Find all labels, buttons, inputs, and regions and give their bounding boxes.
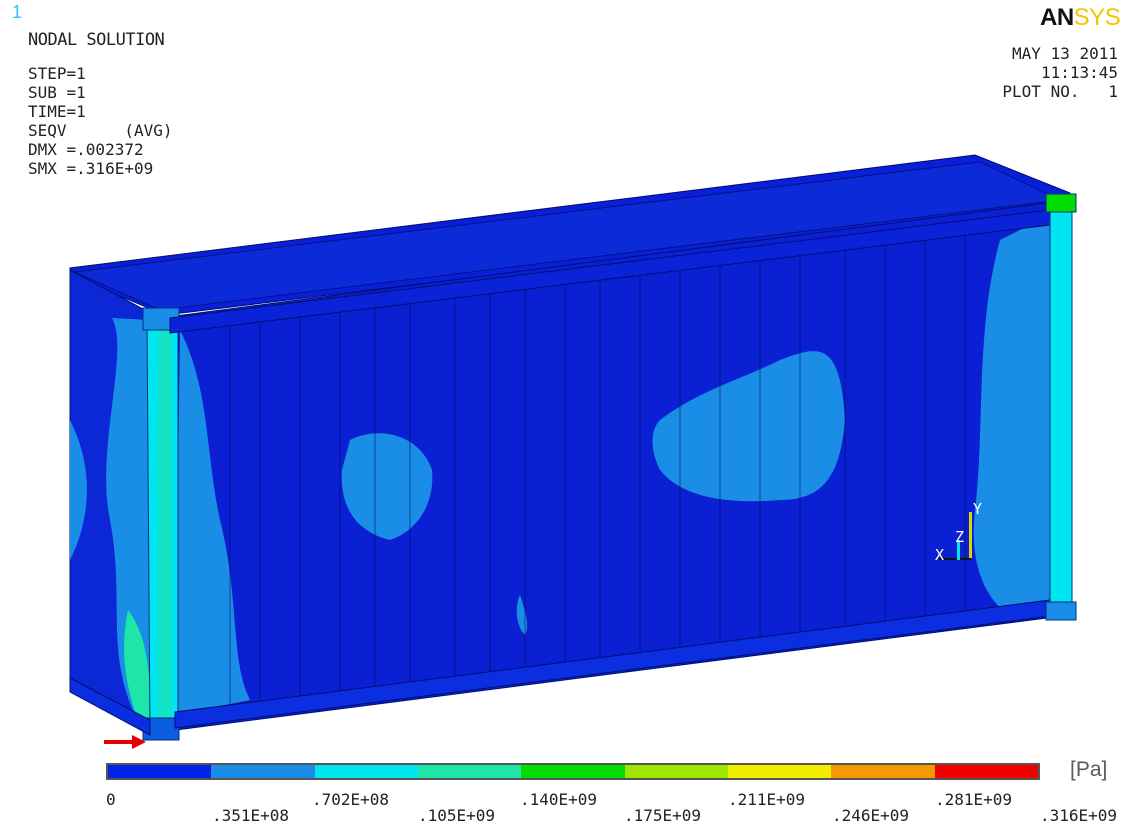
corrugation-lines [229,228,966,718]
triad-y-axis-line [969,512,972,558]
info-line-seqv: SEQV (AVG) [28,121,173,140]
legend-segment-9 [934,765,1038,778]
info-line-step: STEP=1 [28,64,86,83]
triad-y-label: Y [973,500,983,518]
ansys-logo-part2: SYS [1073,4,1121,31]
axis-triad: Y X Z [935,500,995,570]
plot-number: PLOT NO. 1 [1002,82,1118,101]
end-face-contour-mid [106,318,150,722]
triad-x-axis-line [939,558,971,560]
end-face-contour-low [124,610,150,720]
info-line-time: TIME=1 [28,102,86,121]
top-corner-casting-right [1045,193,1077,213]
side-contour-small [516,595,528,635]
triad-z-label: Z [955,528,965,546]
side-contour-left-band [175,330,250,715]
ansys-logo: ANSYS [1040,4,1121,32]
legend-segment-1 [108,765,212,778]
legend-tick-lower-3: .175E+09 [624,806,702,825]
legend-segment-2 [211,765,315,778]
info-line-dmx: DMX =.002372 [28,140,144,159]
info-line-sub: SUB =1 [28,83,86,102]
solution-info-block: STEP=1 SUB =1 TIME=1 SEQV (AVG) DMX =.00… [28,64,173,178]
side-contour-right-band [973,215,1050,612]
bottom-end-rail [69,677,151,736]
legend-segment-3 [314,765,418,778]
right-corner-post [1049,202,1073,615]
legend-tick-upper-1: 0 [106,790,116,809]
end-face-contour-left [70,420,87,560]
ansys-logo-part1: AN [1040,4,1074,31]
side-contour-blob-right [652,351,845,502]
legend-segment-5 [521,765,625,778]
legend-unit-label: [Pa] [1070,758,1108,781]
legend-tick-upper-2: .702E+08 [312,790,390,809]
legend-segment-7 [727,765,832,778]
legend-tick-upper-4: .211E+09 [728,790,806,809]
red-arrow-annotation [104,735,146,749]
legend-tick-upper-3: .140E+09 [520,790,598,809]
plot-time: 11:13:45 [1040,63,1118,82]
plot-date: MAY 13 2011 [1012,44,1118,63]
triad-x-label: X [935,546,945,564]
bottom-corner-casting-right [1045,601,1077,621]
legend-tick-lower-5: .316E+09 [1040,806,1118,825]
legend-tick-lower-2: .105E+09 [418,806,496,825]
triad-z-axis-line [957,540,960,560]
legend-tick-upper-5: .281E+09 [935,790,1013,809]
stress-color-legend [106,763,1040,780]
legend-tick-lower-4: .246E+09 [832,806,910,825]
plot-info-block: MAY 13 2011 11:13:45 PLOT NO. 1 [1002,44,1118,101]
legend-segment-8 [831,765,935,778]
legend-tick-lower-1: .351E+08 [212,806,290,825]
info-line-smx: SMX =.316E+09 [28,159,154,178]
solution-title: NODAL SOLUTION [28,30,165,50]
window-number: 1 [12,2,23,22]
left-post-shade [158,330,172,722]
legend-segment-4 [417,765,522,778]
legend-segment-6 [624,765,728,778]
